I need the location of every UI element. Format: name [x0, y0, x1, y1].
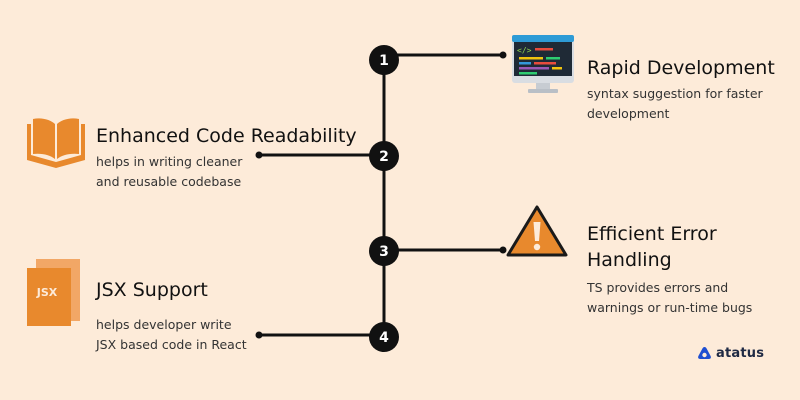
node-3: 3: [369, 236, 399, 266]
brand-logo: atatus: [697, 343, 764, 363]
monitor-code-icon: </>: [512, 35, 574, 93]
jsx-file-icon: JSX: [27, 259, 80, 326]
node-4: 4: [369, 322, 399, 352]
item-1-description-line: syntax suggestion for faster: [587, 86, 763, 101]
connector-1-end: [499, 51, 507, 59]
item-1-description: syntax suggestion for faster development: [587, 84, 763, 124]
item-4-description-line: helps developer write: [96, 317, 232, 332]
item-3-description-line: warnings or run-time bugs: [587, 300, 753, 315]
item-4-description-line: JSX based code in React: [96, 337, 247, 352]
item-3-description-line: TS provides errors and: [587, 280, 729, 295]
connector-3-end: [499, 246, 507, 254]
node-2-number: 2: [379, 149, 389, 165]
item-3-title-line: Efficient Error: [587, 223, 717, 245]
open-book-icon: [27, 118, 85, 168]
item-2-title: Enhanced Code Readability: [96, 125, 357, 147]
node-1: 1: [369, 45, 399, 75]
node-1-number: 1: [379, 53, 389, 69]
item-4-description: helps developer write JSX based code in …: [96, 315, 247, 355]
item-2-description-line: and reusable codebase: [96, 174, 242, 189]
item-3-title: Efficient Error Handling: [587, 221, 717, 273]
item-2-description: helps in writing cleaner and reusable co…: [96, 152, 242, 192]
connector-2-end: [255, 151, 263, 159]
item-2-description-line: helps in writing cleaner: [96, 154, 243, 169]
item-3-description: TS provides errors and warnings or run-t…: [587, 278, 752, 318]
item-3-title-line: Handling: [587, 249, 672, 271]
jsx-file-label: JSX: [36, 286, 58, 299]
atatus-logo-icon: [698, 347, 711, 359]
warning-icon: [506, 205, 568, 257]
node-4-number: 4: [379, 330, 389, 346]
item-1-description-line: development: [587, 106, 670, 121]
svg-text:</>: </>: [517, 46, 532, 55]
node-3-number: 3: [379, 244, 389, 260]
item-1-title: Rapid Development: [587, 57, 775, 79]
item-4-title: JSX Support: [96, 279, 208, 301]
connector-4-end: [255, 331, 263, 339]
brand-name: atatus: [716, 345, 765, 361]
node-2: 2: [369, 141, 399, 171]
